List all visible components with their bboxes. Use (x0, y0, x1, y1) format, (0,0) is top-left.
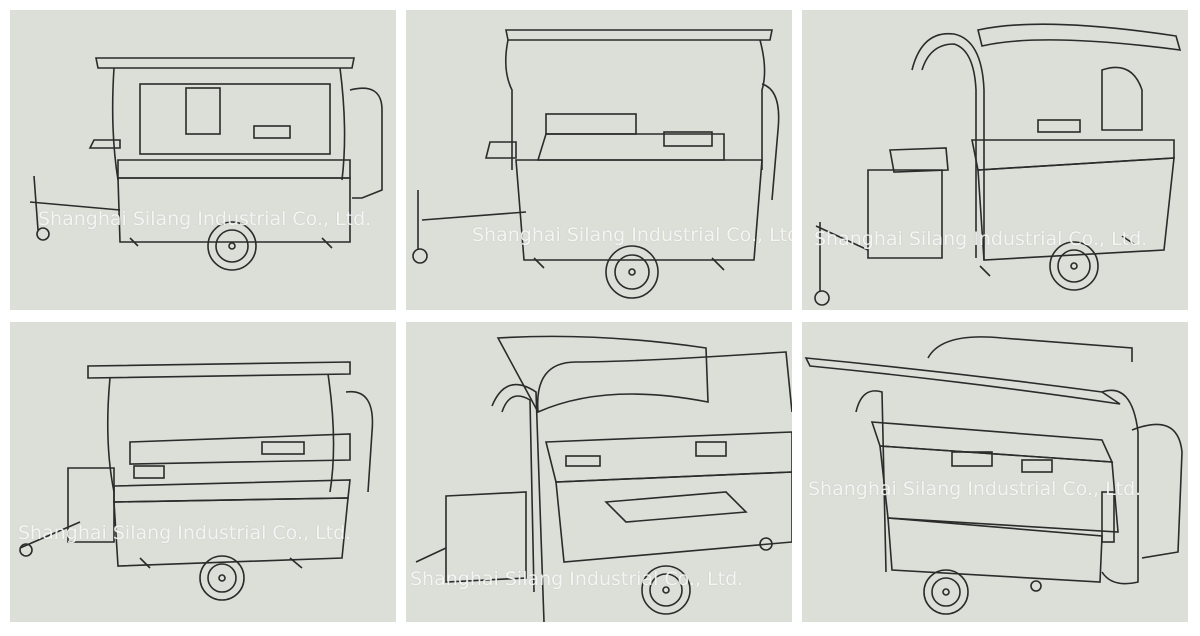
watermark-text: Shanghai Silang Industrial Co., Ltd. (808, 478, 1142, 500)
trailer-sketch-2: Shanghai Silang Industrial Co., Ltd. (406, 10, 792, 310)
trailer-drawing-5 (415, 335, 792, 622)
trailer-sketch-4: Shanghai Silang Industrial Co., Ltd. (10, 322, 396, 622)
trailer-drawing-6 (804, 336, 1183, 615)
trailer-drawing-3 (814, 23, 1182, 306)
trailer-drawing-4 (19, 361, 374, 601)
watermark-text: Shanghai Silang Industrial Co., Ltd. (38, 208, 372, 230)
trailer-sketch-3: Shanghai Silang Industrial Co., Ltd. (802, 10, 1188, 310)
trailer-sketch-6: Shanghai Silang Industrial Co., Ltd. (802, 322, 1188, 622)
watermark-text: Shanghai Silang Industrial Co., Ltd. (410, 568, 744, 590)
watermark-text: Shanghai Silang Industrial Co., Ltd. (472, 224, 792, 246)
trailer-drawing-2 (412, 29, 780, 299)
watermark-text: Shanghai Silang Industrial Co., Ltd. (814, 228, 1148, 250)
trailer-sketch-1: Shanghai Silang Industrial Co., Ltd. (10, 10, 396, 310)
watermark-text: Shanghai Silang Industrial Co., Ltd. (18, 522, 352, 544)
trailer-drawing-1 (29, 57, 383, 271)
trailer-sketch-5: Shanghai Silang Industrial Co., Ltd. (406, 322, 792, 622)
